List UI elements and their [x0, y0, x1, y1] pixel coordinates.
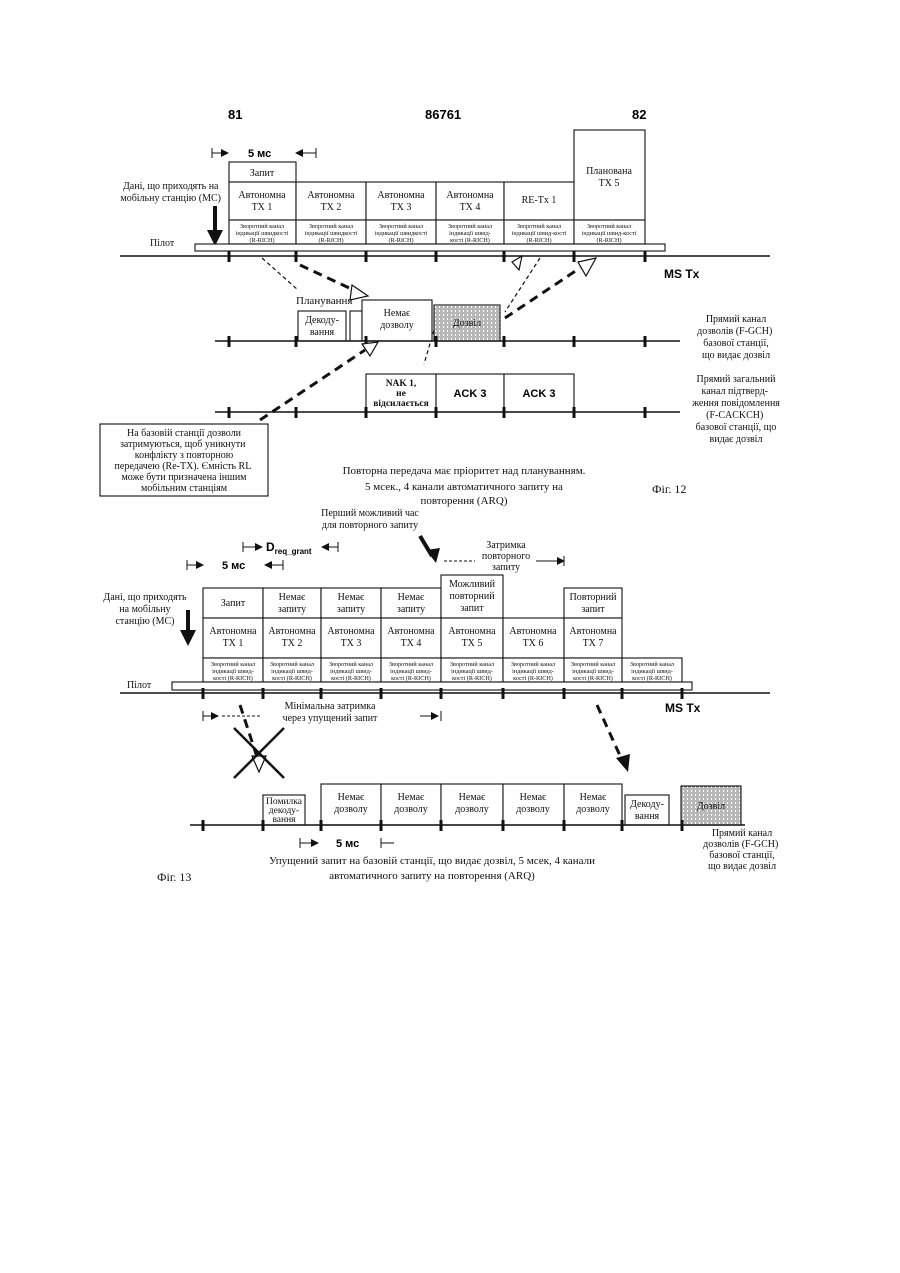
interval-label: 5 мс [222, 560, 245, 572]
incoming-data-label: Дані, що приходять на мобільну станцію (… [120, 181, 221, 204]
svg-text:Зворотний каналіндикації швид-: Зворотний каналіндикації швид-кості (R-R… [571, 661, 615, 682]
request-box: Запит [250, 168, 275, 179]
svg-text:Зворотний каналіндикації швид-: Зворотний каналіндикації швид-кості (R-R… [511, 661, 555, 682]
svg-text:Зворотний каналіндикації швид-: Зворотний каналіндикації швид-кості (R-R… [389, 661, 433, 682]
pilot-label: Пілот [150, 238, 175, 249]
figure-12: 5 мс Запит Дані, що приходять на мобільн… [100, 130, 780, 507]
svg-text:Немаєдозволу: Немаєдозволу [334, 792, 368, 815]
svg-text:Немаєдозволу: Немаєдозволу [516, 792, 550, 815]
retx-box: RE-Tx 1 [522, 195, 557, 206]
svg-text:Зворотний каналіндикації швид-: Зворотний каналіндикації швид-кості (R-R… [211, 661, 255, 682]
svg-text:Немаєзапиту: Немаєзапиту [397, 592, 425, 615]
svg-text:Зворотний каналіндикації швид-: Зворотний каналіндикації швид-кості (R-R… [329, 661, 373, 682]
rrich-row: Зворотний каналіндикації швид-кості (R-R… [203, 658, 682, 682]
rrich-row: Зворотний каналіндикації швидкості(R-RIC… [229, 220, 645, 244]
no-grant-boxes: Немаєдозволу Немаєдозволу Немаєдозволу Н… [321, 784, 622, 825]
svg-text:Немаєзапиту: Немаєзапиту [337, 592, 365, 615]
no-grant-box: Немаєдозволу [380, 308, 414, 331]
fig13-label: Фіг. 13 [157, 870, 191, 884]
svg-text:Немаєдозволу: Немаєдозволу [576, 792, 610, 815]
incoming-data-label: Дані, що приходятьна мобільнустанцію (МС… [103, 592, 187, 627]
svg-text:Зворотний каналіндикації швид-: Зворотний каналіндикації швид-кості (R-R… [630, 661, 674, 682]
interval-label-bottom: 5 мс [336, 838, 359, 850]
svg-text:Зворотний каналіндикації швид-: Зворотний каналіндикації швид-кості (R-R… [270, 661, 314, 682]
fcackch-label: Прямий загальнийканал підтверд- ження по… [691, 374, 780, 445]
svg-text:Немаєдозволу: Немаєдозволу [394, 792, 428, 815]
ack-box-1: ACK 3 [453, 388, 486, 400]
figure-13: Перший можливий часдля повторного запиту… [103, 508, 780, 884]
fig13-caption: Упущений запит на базовій станції, що ви… [269, 855, 595, 882]
fgch-label: Прямий каналдозволів (F-GCH) базової ста… [703, 828, 781, 872]
grant-box: Дозвіл [453, 318, 481, 329]
first-request-time-label: Перший можливий часдля повторного запиту [321, 508, 419, 531]
svg-text:Зворотний каналіндикації швид-: Зворотний каналіндикації швид-кості (R-R… [448, 223, 492, 244]
dreq-grant-label: Dreq_grant [266, 540, 312, 556]
down-arrow-icon [180, 630, 196, 646]
fgch-label: Прямий каналдозволів (F-GCH) базової ста… [697, 314, 775, 361]
min-delay-label: Мінімальна затримкачерез упущений запит [283, 701, 378, 724]
down-arrow-icon [426, 548, 440, 563]
svg-text:Запит: Запит [221, 598, 246, 609]
request-row: Запит Немаєзапиту Немаєзапиту Немаєзапит… [203, 575, 622, 618]
page-number-right: 82 [632, 107, 646, 122]
pilot-bar [172, 682, 692, 690]
pilot-bar [195, 244, 665, 251]
ms-tx-label: MS Tx [664, 267, 700, 281]
fig12-caption: Повторна передача має пріоритет над план… [343, 465, 586, 507]
decoding-box: Декоду-вання [305, 315, 339, 338]
svg-text:Зворотний каналіндикації швид-: Зворотний каналіндикації швид-кості (R-R… [450, 661, 494, 682]
fig12-label: Фіг. 12 [652, 482, 686, 496]
svg-text:Немаєдозволу: Немаєдозволу [455, 792, 489, 815]
ms-tx-label: MS Tx [665, 701, 701, 715]
patent-number: 86761 [425, 107, 461, 122]
tx-boxes: АвтономнаТХ 1 АвтономнаТХ 2 АвтономнаТХ … [203, 618, 622, 658]
page-number-left: 81 [228, 107, 242, 122]
ack-box-2: ACK 3 [522, 388, 555, 400]
svg-text:Немаєзапиту: Немаєзапиту [278, 592, 306, 615]
planning-label: Планування [296, 295, 352, 307]
retry-delay-label: Затримкаповторногозапиту [482, 540, 530, 573]
grant-box: Дозвіл [697, 801, 725, 812]
decoding-box: Декоду-вання [630, 799, 664, 822]
interval-label: 5 мс [248, 148, 271, 160]
pilot-label: Пілот [127, 680, 152, 691]
